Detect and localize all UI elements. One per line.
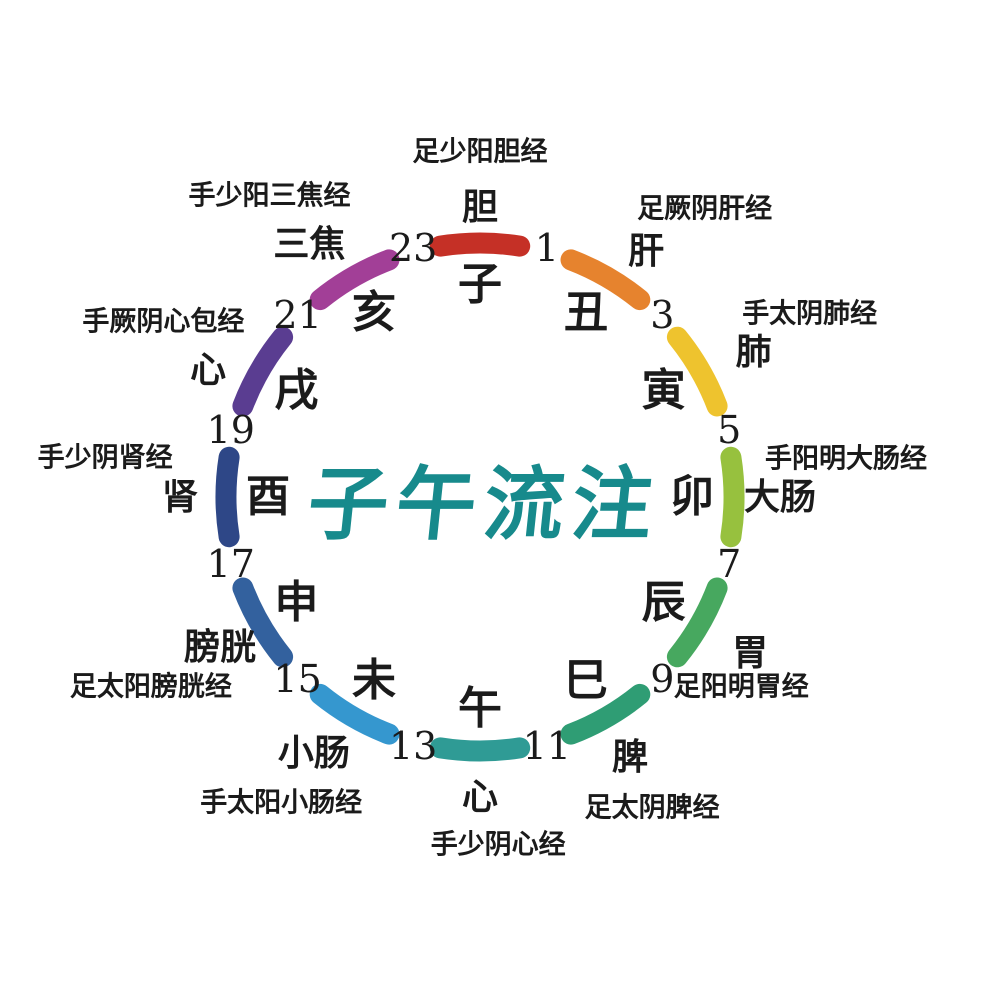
organ-label-肾: 肾 [161,476,199,518]
organ-label-小肠: 小肠 [277,731,350,774]
branch-label-巳: 巳 [564,654,608,706]
segment-arc-未 [309,683,400,745]
branch-label-寅: 寅 [641,365,686,416]
organ-label-脾: 脾 [611,735,649,778]
hour-label-7: 7 [717,541,742,586]
segment-arc-巳 [560,683,651,745]
meridian-label-手少阴肾经: 手少阴肾经 [37,442,173,474]
hour-label-15: 15 [273,657,322,702]
meridian-label-足阳明胃经: 足阳明胃经 [673,671,809,703]
organ-label-肺: 肺 [735,330,772,373]
hour-label-11: 11 [522,724,571,769]
meridian-label-手太阳小肠经: 手太阳小肠经 [200,787,363,819]
meridian-label-足厥阴肝经: 足厥阴肝经 [637,193,773,225]
organ-label-膀胱: 膀胱 [184,626,257,668]
branch-label-申: 申 [274,577,319,628]
hour-label-9: 9 [650,657,675,702]
meridian-label-足太阳膀胱经: 足太阳膀胱经 [69,671,232,703]
segment-arc-酉 [215,446,240,548]
branch-label-辰: 辰 [641,577,686,628]
meridian-label-手少阳三焦经: 手少阳三焦经 [188,180,351,212]
organ-label-三焦: 三焦 [273,223,346,266]
segment-arc-丑 [560,249,651,311]
meridian-label-手少阴心经: 手少阴心经 [430,829,566,860]
organ-label-心: 心 [190,349,227,392]
organ-label-大肠: 大肠 [743,476,817,518]
segment-arc-寅 [666,326,728,417]
segment-arc-午 [429,737,531,762]
organ-label-心: 心 [461,776,499,818]
hour-label-17: 17 [206,541,255,586]
branch-label-酉: 酉 [246,471,290,522]
segment-arc-亥 [309,249,400,311]
branch-label-亥: 亥 [352,287,396,339]
segment-arc-戌 [232,326,294,417]
branch-label-丑: 丑 [564,287,608,339]
meridian-label-手太阴肺经: 手太阴肺经 [742,298,878,330]
organ-label-胃: 胃 [732,632,769,674]
hour-label-19: 19 [206,408,255,453]
meridian-label-足太阴脾经: 足太阴脾经 [584,792,720,823]
branch-label-戌: 戌 [274,365,319,416]
branch-label-未: 未 [352,654,396,706]
hour-label-1: 1 [534,225,559,270]
branch-label-午: 午 [458,683,502,734]
hour-label-21: 21 [273,292,322,337]
meridian-label-足少阳胆经: 足少阳胆经 [412,136,548,168]
segment-arc-申 [232,577,294,668]
hour-label-3: 3 [650,292,675,337]
meridian-label-手阳明大肠经: 手阳明大肠经 [765,443,927,474]
branch-label-卯: 卯 [670,471,714,522]
hour-label-13: 13 [389,724,438,769]
segment-arc-子 [429,232,531,257]
branch-label-子: 子 [458,259,502,310]
diagram-title: 子午流注 [303,457,666,551]
organ-label-胆: 胆 [461,186,499,228]
segment-arc-卯 [720,446,745,548]
organ-label-肝: 肝 [628,229,665,272]
hour-label-5: 5 [717,408,742,453]
meridian-label-手厥阴心包经: 手厥阴心包经 [82,306,245,337]
hour-label-23: 23 [389,225,438,270]
segment-arc-辰 [666,577,728,668]
